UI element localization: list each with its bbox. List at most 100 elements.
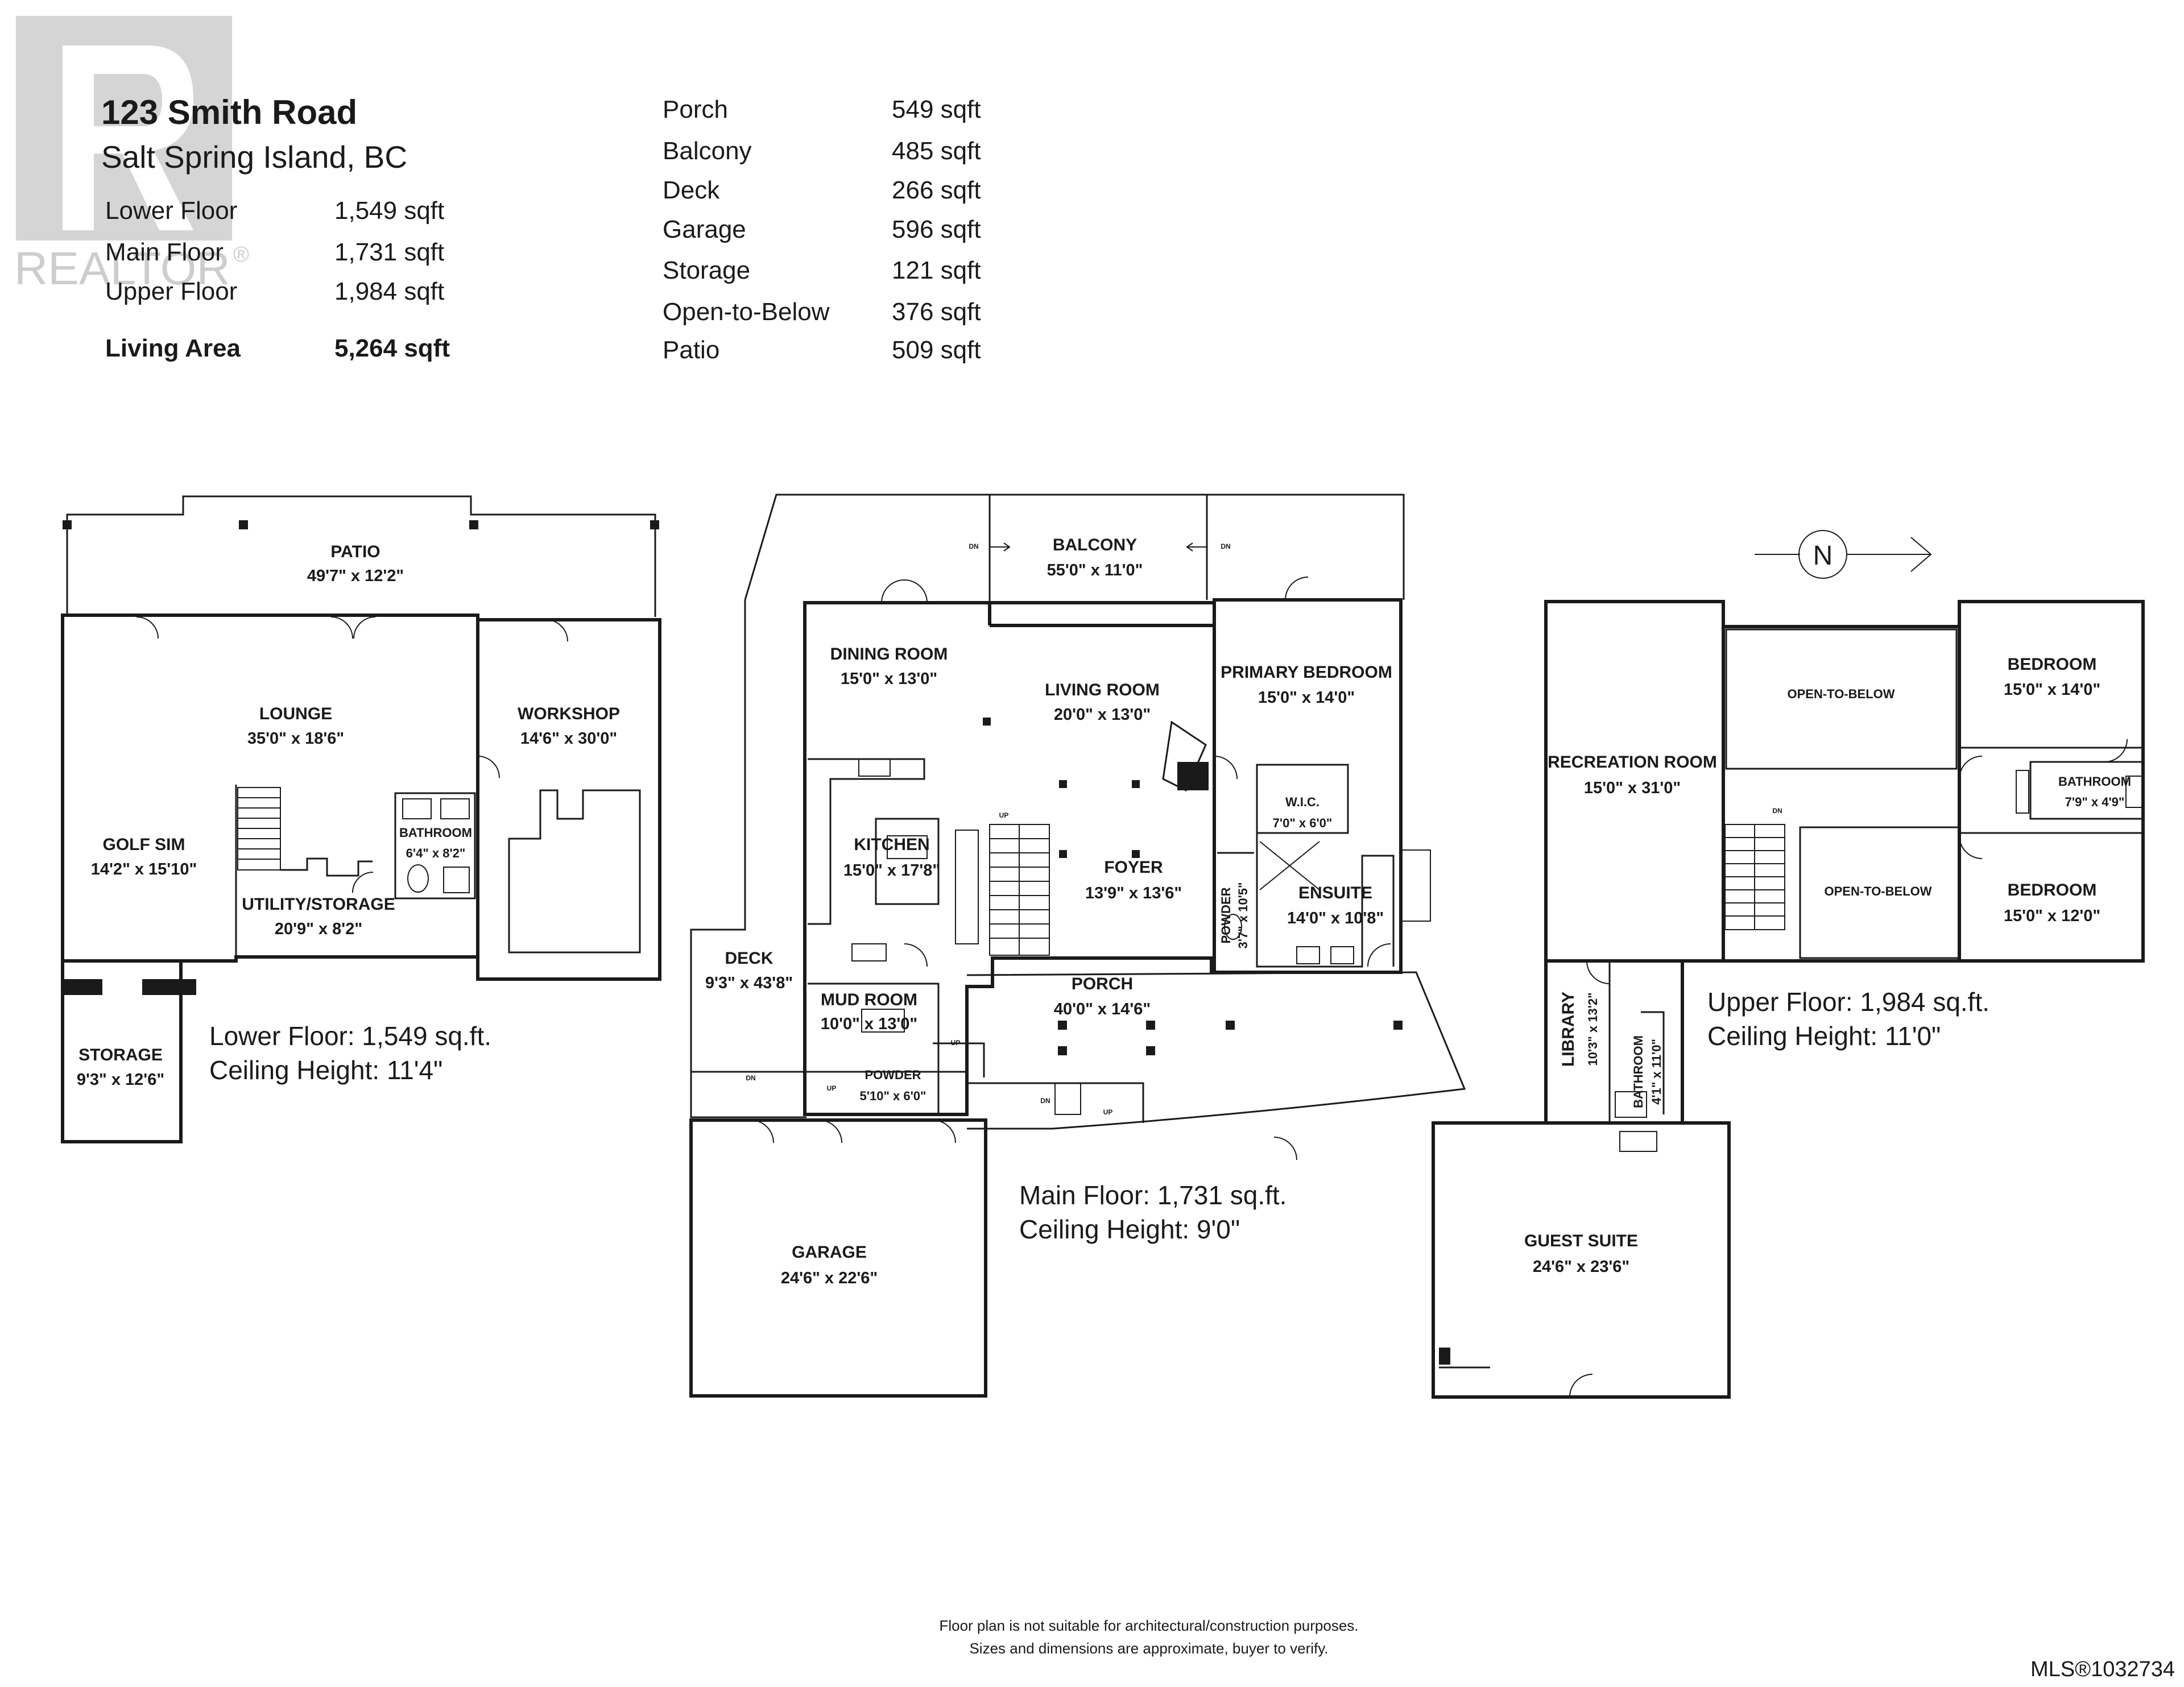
door-swing xyxy=(1586,960,1610,984)
other-area-value: 266 sqft xyxy=(892,176,981,204)
other-area-label: Patio xyxy=(663,336,719,364)
disclaimer-line-1: Floor plan is not suitable for architect… xyxy=(939,1617,1358,1634)
room-dims-storage: 9'3" x 12'6" xyxy=(77,1071,164,1089)
lower-bathroom-walls xyxy=(394,792,476,900)
room-dims-porch: 40'0" x 14'6" xyxy=(1054,1000,1151,1018)
other-area-value: 121 sqft xyxy=(892,256,981,284)
main-floor-ceiling-note: Ceiling Height: 9'0" xyxy=(1019,1215,1240,1244)
header-summary: 123 Smith Road Salt Spring Island, BC Lo… xyxy=(101,93,981,364)
bathtub xyxy=(1401,849,1431,922)
main-floor-plan: DN DN UP UP UP DN DN UP BALCONY 55'0" x … xyxy=(689,494,1466,1398)
balcony-outline xyxy=(744,494,1405,600)
room-name-recreation-room: RECREATION ROOM xyxy=(1548,753,1717,772)
room-dims-garage: 24'6" x 22'6" xyxy=(781,1269,878,1287)
room-dims-lounge: 35'0" x 18'6" xyxy=(247,729,344,748)
room-dims-recreation-room: 15'0" x 31'0" xyxy=(1584,779,1681,797)
main-floor-area-note: Main Floor: 1,731 sq.ft. xyxy=(1019,1180,1287,1210)
room-dims-balcony: 55'0" x 11'0" xyxy=(1047,561,1143,579)
room-name-foyer: FOYER xyxy=(1104,858,1163,877)
room-name-bedroom: BEDROOM xyxy=(2008,881,2097,900)
property-address: 123 Smith Road xyxy=(101,93,357,131)
room-dims-primary-bedroom: 15'0" x 14'0" xyxy=(1258,689,1355,707)
upper-floor-area-note: Upper Floor: 1,984 sq.ft. xyxy=(1707,987,1989,1017)
stair-label-down: DN xyxy=(746,1074,755,1082)
room-name-dining-room: DINING ROOM xyxy=(830,645,948,664)
room-name-porch: PORCH xyxy=(1072,975,1133,993)
porch-outline xyxy=(966,971,1466,1130)
room-dims-bedroom: 15'0" x 14'0" xyxy=(2004,681,2100,699)
room-name-library: LIBRARY xyxy=(1559,992,1578,1067)
door-swing xyxy=(881,579,928,603)
room-name-balcony: BALCONY xyxy=(1053,536,1137,554)
floor-area-value: 1,731 sqft xyxy=(334,238,444,266)
guest-suite-walls xyxy=(1432,1121,1731,1399)
other-area-label: Garage xyxy=(663,215,746,243)
other-area-value: 549 sqft xyxy=(892,96,981,123)
room-name-patio: PATIO xyxy=(330,542,380,561)
stair-label-down: DN xyxy=(1040,1097,1050,1105)
other-area-label: Balcony xyxy=(663,137,752,165)
room-name-guest-suite: GUEST SUITE xyxy=(1524,1232,1638,1250)
registered-mark: ® xyxy=(233,243,249,267)
storage-room-walls xyxy=(61,959,183,1143)
room-name-ensuite: ENSUITE xyxy=(1298,884,1372,902)
stair-label-up: UP xyxy=(1103,1108,1113,1116)
room-dims-mud-room: 10'0" x 13'0" xyxy=(821,1015,917,1033)
footer: Floor plan is not suitable for architect… xyxy=(939,1617,2175,1681)
open-to-below-area xyxy=(1725,628,1958,770)
north-arrow-icon: N xyxy=(1755,530,1932,579)
property-city: Salt Spring Island, BC xyxy=(101,139,407,175)
room-dims-living-room: 20'0" x 13'0" xyxy=(1054,706,1151,724)
room-name-living-room: LIVING ROOM xyxy=(1045,681,1160,699)
room-name-lower-bathroom: BATHROOM xyxy=(399,826,472,840)
main-stairs xyxy=(955,824,1050,956)
room-name-bedroom: BEDROOM xyxy=(2008,655,2097,674)
upper-floor-ceiling-note: Ceiling Height: 11'0" xyxy=(1707,1021,1941,1051)
floor-area-label: Lower Floor xyxy=(105,197,237,225)
upper-stairs xyxy=(1724,824,1785,930)
room-dims-powder: 3'7" x 10'5" xyxy=(1236,882,1250,949)
door-swing xyxy=(136,616,159,639)
other-area-label: Open-to-Below xyxy=(663,298,830,326)
room-dims-powder: 5'10" x 6'0" xyxy=(860,1089,926,1103)
other-area-value: 485 sqft xyxy=(892,137,981,165)
kitchen-island xyxy=(875,818,940,905)
realtor-logo: REALTOR ® xyxy=(14,16,249,295)
room-name-upper-bathroom: BATHROOM xyxy=(2058,774,2131,789)
room-dims-library: 10'3" x 13'2" xyxy=(1586,992,1600,1066)
room-name-workshop: WORKSHOP xyxy=(518,704,620,723)
room-dims-workshop: 14'6" x 30'0" xyxy=(520,729,617,748)
room-dims-bedroom: 15'0" x 12'0" xyxy=(2004,907,2100,925)
disclaimer-line-2: Sizes and dimensions are approximate, bu… xyxy=(969,1640,1328,1657)
room-dims-ensuite: 14'0" x 10'8" xyxy=(1287,909,1384,927)
room-dims-utility-storage: 20'9" x 8'2" xyxy=(275,920,362,938)
room-dims-dining-room: 15'0" x 13'0" xyxy=(841,670,937,688)
room-dims-library-bathroom: 4'1" x 11'0" xyxy=(1649,1039,1664,1105)
other-area-value: 596 sqft xyxy=(892,215,981,243)
room-name-lounge: LOUNGE xyxy=(259,704,332,723)
lower-floor-ceiling-note: Ceiling Height: 11'4" xyxy=(209,1055,442,1085)
mls-number: MLS®1032734 xyxy=(2030,1657,2175,1681)
upper-floor-plan: N DN xyxy=(1432,530,2145,1399)
room-name-utility-storage: UTILITY/STORAGE xyxy=(242,895,395,914)
room-name-open-to-below: OPEN-TO-BELOW xyxy=(1824,884,1931,898)
other-area-label: Storage xyxy=(663,256,750,284)
realtor-wordmark: REALTOR xyxy=(14,243,230,295)
room-name-wic: W.I.C. xyxy=(1285,795,1320,809)
room-name-golf-sim: GOLF SIM xyxy=(103,835,185,854)
room-dims-deck: 9'3" x 43'8" xyxy=(705,974,793,992)
floor-area-value: 1,549 sqft xyxy=(334,197,444,225)
stair-label-up: UP xyxy=(827,1084,837,1092)
lower-stairs xyxy=(237,787,281,871)
patio-outline xyxy=(66,495,656,617)
room-dims-guest-suite: 24'6" x 23'6" xyxy=(1533,1258,1629,1276)
living-area-value: 5,264 sqft xyxy=(334,334,450,362)
floor-area-value: 1,984 sqft xyxy=(334,277,444,305)
lower-floor-plan: PATIO 49'7" x 12'2" LOUNGE 35'0" x 18'6"… xyxy=(61,495,661,1143)
room-dims-golf-sim: 14'2" x 15'10" xyxy=(91,860,197,878)
room-name-library-bathroom: BATHROOM xyxy=(1631,1035,1645,1108)
living-area-label: Living Area xyxy=(105,334,241,362)
room-name-mud-room: MUD ROOM xyxy=(821,990,917,1009)
room-dims-kitchen: 15'0" x 17'8" xyxy=(843,861,940,880)
